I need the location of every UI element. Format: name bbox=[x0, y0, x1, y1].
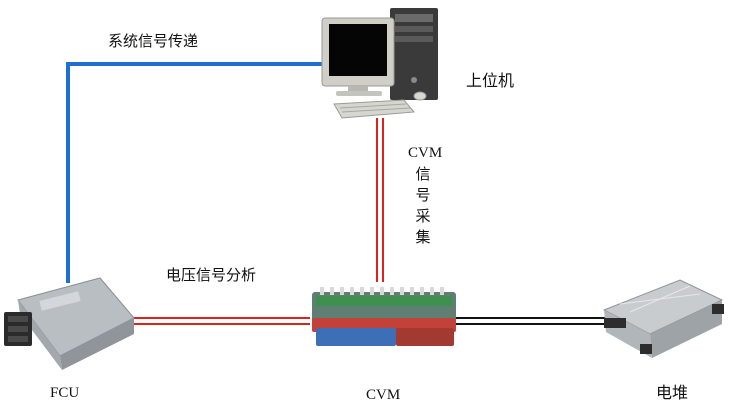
stack-label: 电堆 bbox=[656, 383, 689, 402]
blue-link-fcu-host bbox=[66, 62, 325, 283]
cvm-vertical-char-4: 集 bbox=[415, 228, 431, 246]
fuel-cell-stack-icon bbox=[602, 279, 724, 358]
cvm-vertical-char-2: 号 bbox=[415, 186, 431, 204]
cvm-label: CVM bbox=[366, 387, 401, 403]
system-signal-label: 系统信号传递 bbox=[108, 32, 199, 50]
cvm-module-icon bbox=[312, 287, 456, 346]
fcu-controller-icon bbox=[4, 277, 135, 370]
red-link-fcu-cvm bbox=[128, 317, 310, 325]
fcu-label: FCU bbox=[50, 385, 80, 401]
voltage-analysis-label: 电压信号分析 bbox=[166, 266, 257, 284]
black-link-cvm-stack bbox=[455, 317, 605, 325]
desktop-computer-icon bbox=[321, 8, 438, 119]
cvm-vertical-char-0: CVM bbox=[408, 145, 443, 161]
host-computer-label: 上位机 bbox=[466, 71, 515, 90]
red-link-host-cvm bbox=[376, 118, 384, 282]
cvm-vertical-char-3: 采 bbox=[415, 207, 431, 225]
cvm-signal-collection-label: CVM 信 号 采 集 bbox=[408, 143, 443, 248]
cvm-vertical-char-1: 信 bbox=[415, 165, 431, 183]
